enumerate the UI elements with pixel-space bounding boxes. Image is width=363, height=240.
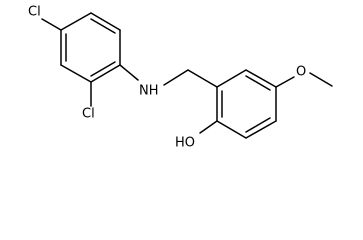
bond-c-cl-top — [41, 18, 62, 31]
dichlorophenyl-ring — [60, 12, 121, 83]
double-bond — [90, 18, 116, 34]
bond-c-oh — [199, 120, 218, 134]
bond-o-ch3 — [309, 72, 333, 87]
atom-cl-ortho: Cl — [82, 107, 95, 122]
bond — [60, 64, 92, 83]
bond — [245, 120, 277, 139]
bond — [216, 69, 247, 88]
bond — [216, 120, 247, 139]
double-bond — [245, 75, 271, 91]
double-bond — [90, 61, 116, 77]
bond — [245, 69, 277, 88]
bond-ch2-c — [187, 69, 218, 88]
bond — [60, 12, 92, 31]
methoxyphenol-ring — [216, 69, 277, 139]
bond — [90, 64, 121, 83]
atom-o-methoxy: O — [296, 65, 306, 80]
bond-n-ch2 — [163, 69, 189, 86]
bond — [90, 12, 121, 31]
double-bond — [245, 117, 271, 133]
atom-cl-top: Cl — [28, 5, 41, 20]
structure-diagram: Cl Cl NH O HO — [28, 5, 333, 151]
atom-oh: HO — [175, 136, 195, 151]
bond-c-n — [119, 64, 139, 81]
bond-c-o-methoxy — [275, 76, 295, 88]
atom-nh: NH — [139, 84, 159, 99]
